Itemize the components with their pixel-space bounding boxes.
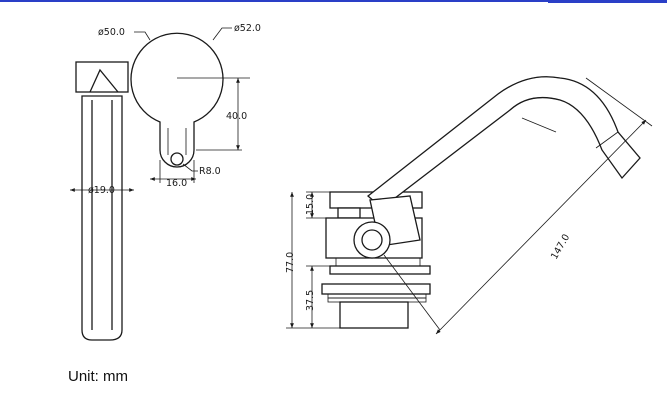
dim-tab-radius: R8.0: [199, 166, 221, 177]
dim-pipe-diameter: ø50.0: [98, 27, 125, 38]
dim-total-height: 77.0: [285, 252, 296, 273]
dim-body-diameter: ø52.0: [234, 23, 261, 34]
tab-hole: [170, 152, 184, 166]
mount-notch: [89, 68, 119, 93]
base-ring: [329, 265, 431, 275]
dim-radius-offset: 40.0: [226, 111, 247, 122]
spout-ext-line: [383, 254, 441, 331]
mount-block: [75, 61, 129, 93]
collar-lip: [337, 207, 361, 219]
spout-arm-inner: [91, 100, 113, 330]
spout-pipe: [366, 76, 641, 209]
tab-lines: [167, 128, 187, 155]
dim-spout-length: 147.0: [549, 232, 572, 261]
body-step: [335, 257, 421, 267]
top-view-dimensions: ø50.0 ø52.0 40.0 R8.0 16.0 ø19.0: [70, 23, 261, 196]
dim-collar-height: 15.0: [305, 194, 316, 215]
handle-knob: [353, 221, 391, 259]
nut: [321, 283, 431, 295]
spout-inner-line: [497, 76, 561, 111]
unit-label: Unit: mm: [68, 368, 128, 385]
side-view-drawing: [321, 76, 641, 331]
top-accent-rule: [0, 0, 667, 2]
handle-knob-inner: [361, 229, 383, 251]
round-body: [130, 32, 224, 168]
spout-arm: [81, 95, 123, 341]
top-accent-rule-right: [548, 0, 667, 3]
threaded-shank: [339, 301, 409, 329]
top-view-drawing: [75, 32, 250, 341]
dim-spout-diameter: ø19.0: [88, 185, 115, 196]
dim-base-height: 37.5: [305, 290, 316, 311]
dim-tab-width: 16.0: [166, 178, 187, 189]
